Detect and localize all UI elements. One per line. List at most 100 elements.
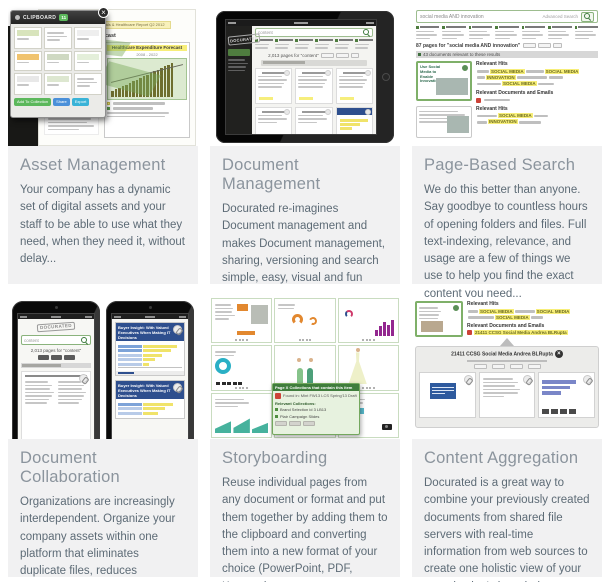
relevant-documents-label: Relevant Documents and Emails [467,322,545,329]
asset-management-thumbnail[interactable]: Smart Pharmaceuticals & Healthcare Repor… [8,6,198,146]
results-grid [255,67,373,134]
camera-icon [148,306,152,309]
result-page-thumbnail: Use Social Media to Enable Innovation [416,61,472,101]
chart-caption [107,112,187,117]
text-line [295,47,308,49]
text-line [258,121,278,124]
chart-bar [135,79,138,97]
text-line [548,30,567,32]
relevant-documents-bar [21,363,91,368]
text-line [25,388,50,390]
fashion-figure [306,368,313,389]
facet [295,39,313,51]
panel-page [419,372,476,418]
chart-document: Buyer Insight: With Valued Executives Wh… [115,380,185,419]
text-line [107,112,170,114]
clipboard-item [74,27,102,49]
chart-subtitle: 2008 - 2022 [136,52,158,57]
blue-header [336,107,372,115]
storyboarding-thumbnail[interactable]: 50 Page X Collections that contain this … [210,297,400,439]
card-info: Storyboarding Reuse individual pages fro… [210,439,400,582]
open-result-icon [461,64,469,72]
text-line [298,75,323,78]
text-line [215,405,238,408]
text-line [57,384,85,386]
paperclip-icon [583,375,593,384]
text-line [495,30,514,32]
phone-screen: DOCURATED content 2,013 pages for "conte… [17,313,95,439]
card-description: Your company has a dynamic set of digita… [20,184,185,265]
share-button: Share [53,98,70,106]
storyboard-page [211,298,273,344]
text-line [298,114,323,117]
text-line [482,392,518,394]
clipboard-header: CLIPBOARD 11 [11,11,105,24]
text-line [295,43,310,45]
search-button [581,11,594,22]
text-line [215,318,229,320]
iphone-device: DOCURATED content 2,013 pages for "conte… [12,301,100,439]
text-line [47,35,68,37]
storyboard-grid: 50 [210,297,400,439]
text-line [57,388,83,390]
ipad-device: DOCURATED content [216,11,394,143]
text-line [215,314,235,316]
paperclip-icon [284,69,291,76]
text-line [278,304,295,306]
chart-bar [121,86,124,97]
card-document-management: DOCURATED content [210,6,400,284]
card-description: We do this better than anyone. Say goodb… [424,184,588,300]
hit-line: SOCIAL MEDIA [467,314,599,321]
filter-button [335,52,349,58]
close-icon: × [554,350,563,358]
text-line [258,118,287,120]
document-collaboration-thumbnail[interactable]: DOCURATED content 2,013 pages for "conte… [8,297,198,439]
text-line [17,61,30,64]
card-title: Document Management [222,156,321,193]
powerpoint-icon [467,330,472,336]
panel-page [538,372,596,418]
text-line [548,37,563,39]
text-line [521,34,543,36]
export-button: Export [71,98,90,106]
clipboard-item [14,27,42,49]
text-line [298,86,323,88]
text-line [278,307,294,309]
powerpoint-icon [476,97,481,103]
text-line [215,311,232,313]
text-line [521,37,536,39]
text-line [77,38,90,40]
card-description: Organizations are increasingly interdepe… [20,496,176,577]
text-line [315,47,328,49]
hit-line: INNOVATION [476,74,598,81]
chart-bar [114,89,117,97]
result-page-thumbnail [416,105,472,138]
results-count: 87 pages for "social media AND innovatio… [416,43,598,49]
text-line [416,34,438,36]
search-icon [363,29,370,36]
text-line [335,43,350,45]
status-bar [112,314,188,319]
blue-bars [542,380,577,395]
page-based-search-thumbnail[interactable]: social media AND innovation Advanced Sea… [412,6,602,146]
text-line [482,385,516,387]
legend-text [113,107,153,110]
card-info: Page-Based Search We do this better than… [412,146,602,300]
text-line [48,118,91,120]
sidebar-items [228,59,250,71]
text-line [25,398,50,400]
bar-chart [107,58,187,100]
text-line [228,59,246,61]
facet [275,39,293,51]
result-image [435,78,468,95]
results-count: 2,013 pages for "content" [30,348,82,353]
result-image [420,320,444,332]
text-line [574,37,589,39]
page-result [255,67,293,104]
document-management-thumbnail[interactable]: DOCURATED content [210,6,400,146]
relevant-documents-bar: 43 documents relevant to these results [416,51,598,58]
highlight-mark [339,96,354,100]
